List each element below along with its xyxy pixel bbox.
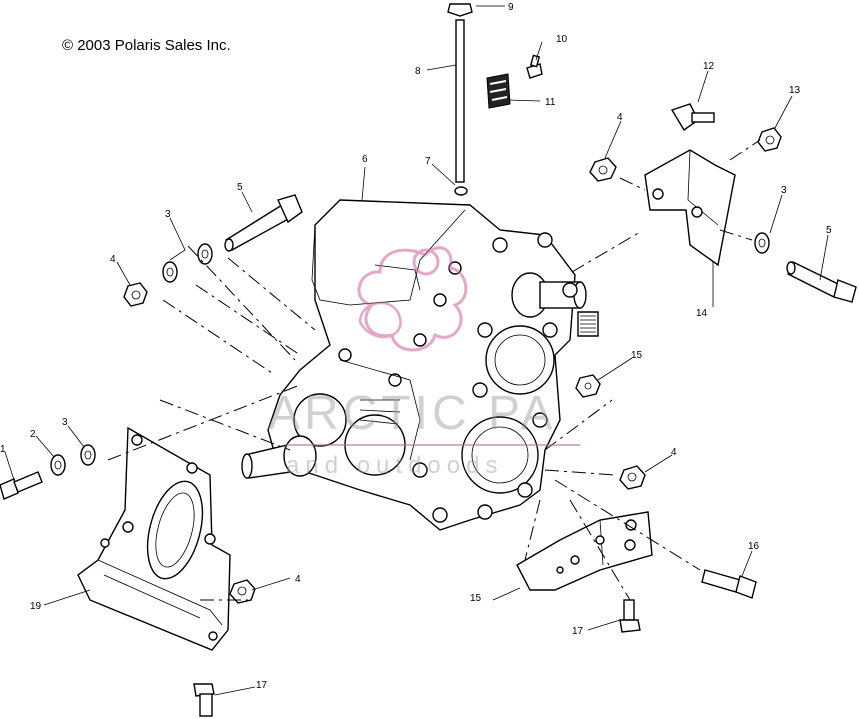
long-stud	[455, 19, 465, 183]
alignment-lines	[107, 139, 761, 601]
watermark-subtext: and outdoods	[286, 452, 504, 479]
bolt-5-right-icon	[786, 261, 857, 303]
nut-4-lower-right-icon	[619, 465, 646, 490]
right-output-shaft	[511, 272, 599, 337]
callout-19: 19	[30, 601, 42, 612]
washer-7-icon	[454, 186, 468, 196]
callout-10: 10	[556, 34, 568, 45]
nut-13-icon	[757, 127, 782, 152]
callout-15-upper: 15	[631, 350, 643, 361]
callout-14: 14	[696, 308, 708, 319]
nut-15-upper-icon	[575, 374, 601, 398]
callout-17-lower: 17	[256, 680, 268, 691]
copyright-notice: © 2003 Polaris Sales Inc.	[62, 37, 231, 54]
left-output-shaft	[241, 435, 317, 479]
nut-9-icon	[447, 3, 473, 17]
bracket-14	[644, 149, 736, 267]
callout-8: 8	[415, 66, 421, 77]
leader-lines	[4, 5, 829, 696]
callout-5-left: 5	[237, 182, 243, 193]
callout-11: 11	[545, 97, 556, 108]
callout-15-lower: 15	[470, 593, 482, 604]
washers-3-upper-left-icon	[162, 243, 213, 283]
callout-7: 7	[425, 156, 431, 167]
washer-3-lower-left-icon	[80, 444, 96, 466]
bolt-17-lower-icon	[193, 683, 215, 717]
bracket-19	[77, 426, 231, 651]
callout-3-right: 3	[781, 185, 787, 196]
transmission-assembly	[241, 199, 599, 531]
callout-4-upper-right: 4	[617, 112, 623, 123]
callout-6: 6	[362, 154, 368, 165]
bolt-5-left-icon	[224, 194, 303, 252]
bracket-15	[516, 511, 653, 591]
nut-4-lower-left-icon	[229, 579, 256, 604]
cover-lower	[461, 416, 539, 494]
watermark-text: ARCTIC PA	[268, 387, 557, 440]
nut-4-upper-right-icon	[589, 157, 617, 182]
callout-5-right: 5	[826, 225, 832, 236]
bolt-12-icon	[670, 103, 715, 132]
callout-17-right: 17	[572, 626, 584, 637]
washer-3-right-icon	[754, 232, 770, 254]
washer-2-icon	[50, 454, 66, 476]
callout-13: 13	[789, 85, 801, 96]
callout-1: 1	[0, 444, 6, 455]
callout-3-lower-left: 3	[62, 417, 68, 428]
callout-labels: 9 8 7 6 10 11 12 13 4 3 5 14 5 3 4 15 4 …	[0, 2, 832, 691]
watermark-logo-icon	[285, 246, 580, 446]
callout-3-upper-left: 3	[165, 209, 171, 220]
callout-4-upper-left: 4	[110, 254, 116, 265]
bolt-10-icon	[526, 54, 543, 79]
cover-upper	[485, 325, 555, 395]
callout-9: 9	[508, 2, 514, 13]
callout-4-lower-right: 4	[671, 447, 677, 458]
decal-11-icon	[486, 73, 511, 109]
callout-2: 2	[30, 429, 36, 440]
bolt-17-right-icon	[619, 599, 641, 633]
callout-16: 16	[748, 541, 760, 552]
callout-12: 12	[703, 61, 715, 72]
callout-4-lower-left: 4	[295, 574, 301, 585]
bolt-1-icon	[0, 471, 43, 500]
bolt-16-icon	[701, 569, 757, 599]
nut-4-upper-left-icon	[123, 282, 148, 307]
